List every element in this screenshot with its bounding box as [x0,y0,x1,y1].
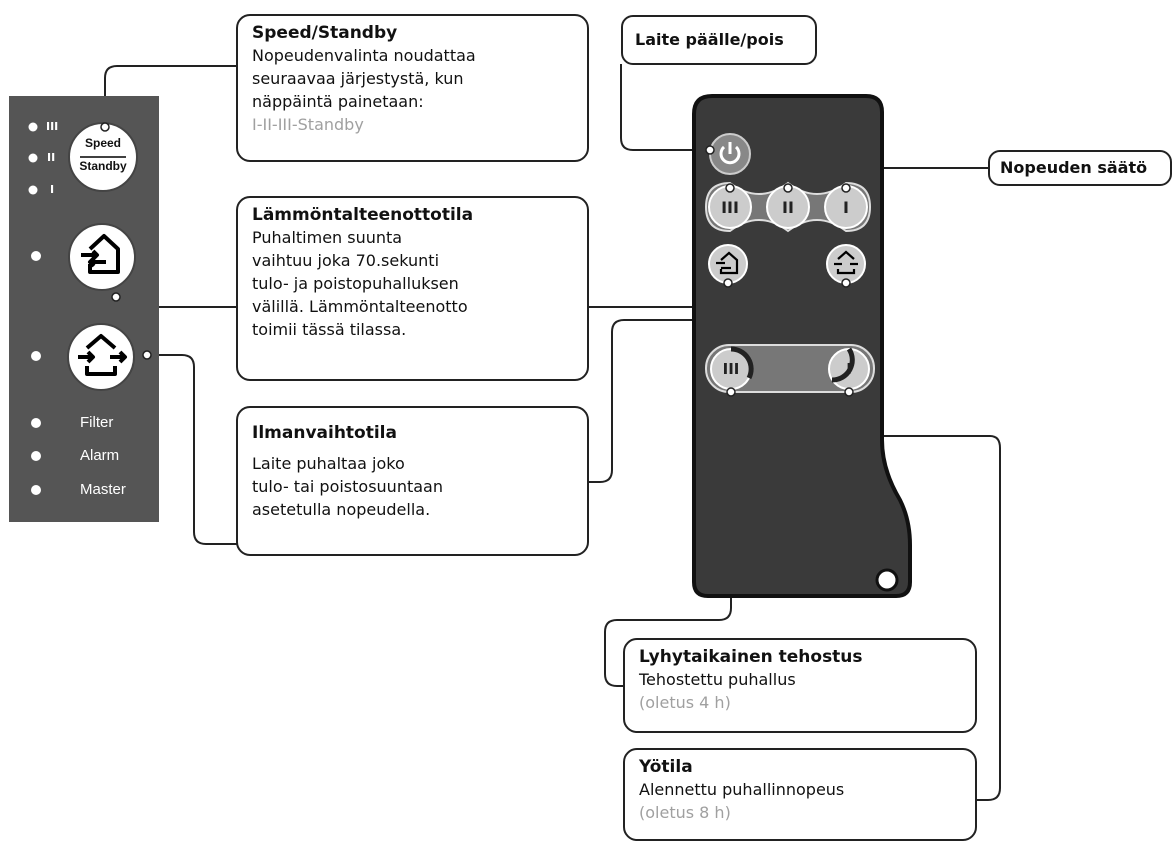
remote-hole [875,568,899,592]
ventilation-icon [78,334,127,376]
led-speed-2 [28,153,38,163]
speed-level-1-label: I [50,183,55,196]
callout-night-note: (oletus 8 h) [639,803,731,822]
callout-night-title: Yötila [639,757,693,777]
connector-power [620,64,710,151]
led-speed-1 [28,185,38,195]
callout-speed-standby-title: Speed/Standby [252,23,398,43]
callout-speed-standby-sequence: I-II-III-Standby [252,115,364,134]
callout-heat-recovery-title: Lämmöntalteenottotila [252,205,474,225]
callout-heat-recovery-body: Puhaltimen suunta vaihtuu joka 70.sekunt… [252,228,468,339]
remote-speed-3-label: III [721,198,739,217]
night-arc [831,347,855,383]
led-filter [31,418,41,428]
callout-boost-title: Lyhytaikainen tehostus [639,647,863,667]
speed-level-2-label: II [47,151,56,164]
power-icon [719,145,741,165]
callout-ventilation-body: Laite puhaltaa joko tulo- tai poistosuun… [252,454,443,519]
callout-boost: Lyhytaikainen tehostus Tehostettu puhall… [623,638,977,733]
speed-button-label: Speed [84,136,121,150]
connector-speed [104,65,237,127]
callout-ventilation: Ilmanvaihtotila Laite puhaltaa joko tulo… [236,406,589,556]
heat-recovery-button [68,223,136,291]
callout-power: Laite päälle/pois [621,15,817,65]
remote-heat-recovery-icon [716,251,739,275]
led-speed-3 [28,122,38,132]
remote-ventilation-icon [834,250,858,275]
remote-boost-label: III [722,360,740,378]
alarm-label: Alarm [80,447,120,464]
led-heat-recovery [31,251,41,261]
ventilation-button [67,323,135,391]
remote-night-label: I [846,360,852,378]
standby-button-label: Standby [79,159,127,173]
callout-ventilation-title: Ilmanvaihtotila [252,423,397,443]
callout-speed-standby: Speed/Standby Nopeudenvalinta noudattaa … [236,14,589,162]
remote-heat-recovery-button [708,244,748,284]
connector-boost [604,392,732,687]
callout-night: Yötila Alennettu puhallinnopeus (oletus … [623,748,977,841]
callout-heat-recovery: Lämmöntalteenottotila Puhaltimen suunta … [236,196,589,381]
boost-arc [730,346,754,380]
led-master [31,485,41,495]
callout-night-body: Alennettu puhallinnopeus [639,780,845,799]
callout-boost-note: (oletus 4 h) [639,693,731,712]
remote-speed-1-label: I [843,198,849,217]
master-label: Master [80,481,126,498]
led-ventilation [31,351,41,361]
heat-recovery-icon [81,234,120,274]
connector-dots [100,122,854,397]
callout-speed-control: Nopeuden säätö [988,150,1172,186]
callout-speed-standby-body: Nopeudenvalinta noudattaa seuraavaa järj… [252,46,476,111]
filter-label: Filter [80,414,114,431]
remote-speed-2-label: II [782,198,794,217]
connector-ventilation [147,354,237,545]
led-alarm [31,451,41,461]
callout-boost-body: Tehostettu puhallus [639,670,796,689]
speed-level-3-label: III [46,120,59,133]
panel-leds [28,122,41,495]
